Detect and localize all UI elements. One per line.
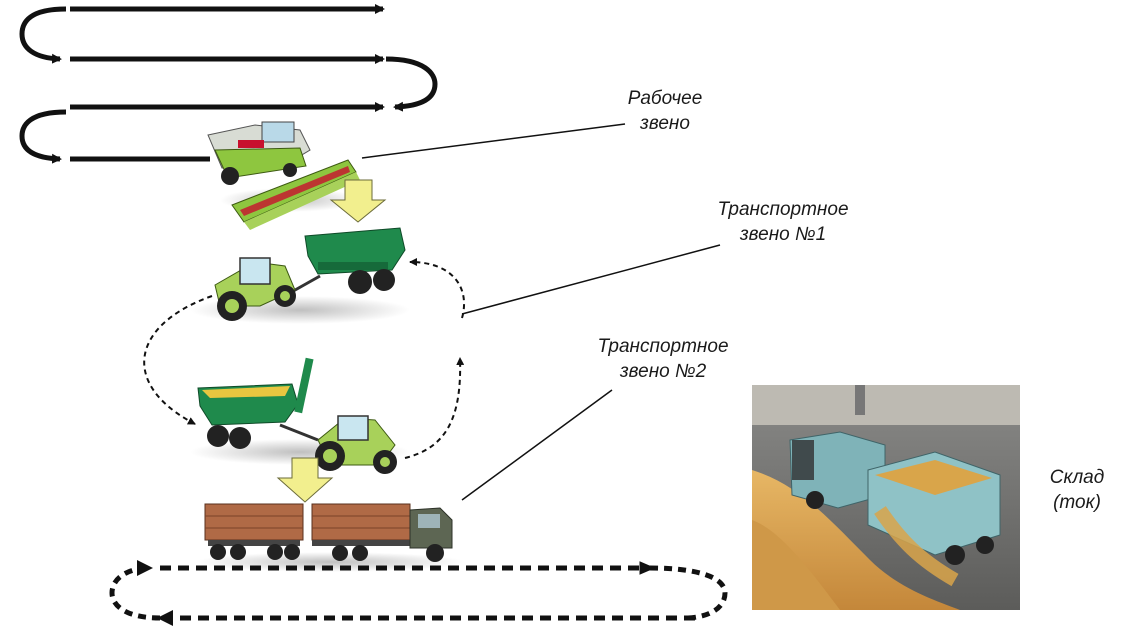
- unload-arrow-2: [276, 457, 334, 503]
- label-transport-unit-1: Транспортное звено №1: [688, 197, 878, 247]
- field-pass-route: [19, 4, 438, 164]
- transport-unit-1-cycle: [143, 258, 466, 459]
- truck-route-loop: [109, 560, 728, 626]
- cycle-right-lower: [404, 357, 465, 459]
- route-left-turn: [109, 560, 161, 621]
- label-working-unit: Рабочее звено: [600, 86, 730, 136]
- truck-with-trailer: [195, 503, 465, 572]
- turn-left-1: [19, 6, 67, 64]
- label-transport-unit-2-line2: звено №2: [619, 361, 707, 382]
- unload-arrow-1: [329, 179, 387, 223]
- tractor-grain-cart-loaded-empty: [190, 227, 410, 324]
- label-transport-unit-1-line2: звено №1: [739, 224, 827, 245]
- label-transport-unit-2-line1: Транспортное: [597, 336, 729, 357]
- storage-photo: [752, 385, 1020, 610]
- tractor-grain-cart-unloading: [190, 357, 410, 474]
- pointer-transport-unit-2: [461, 389, 613, 501]
- combine-harvester: [207, 121, 360, 230]
- cycle-left: [143, 295, 213, 425]
- label-storage: Склад (ток): [1022, 465, 1132, 515]
- label-transport-unit-1-line1: Транспортное: [717, 199, 849, 220]
- cycle-right-upper: [409, 258, 466, 319]
- route-right-turn: [649, 565, 728, 621]
- label-working-unit-line1: Рабочее: [627, 88, 703, 109]
- label-storage-line2: (ток): [1053, 492, 1101, 513]
- label-working-unit-line2: звено: [640, 113, 690, 134]
- pointer-working-unit: [361, 123, 626, 159]
- turn-right-1: [385, 56, 438, 112]
- turn-left-2: [19, 109, 67, 164]
- pointer-transport-unit-1: [461, 244, 721, 315]
- label-transport-unit-2: Транспортное звено №2: [568, 334, 758, 384]
- label-storage-line1: Склад: [1049, 467, 1105, 488]
